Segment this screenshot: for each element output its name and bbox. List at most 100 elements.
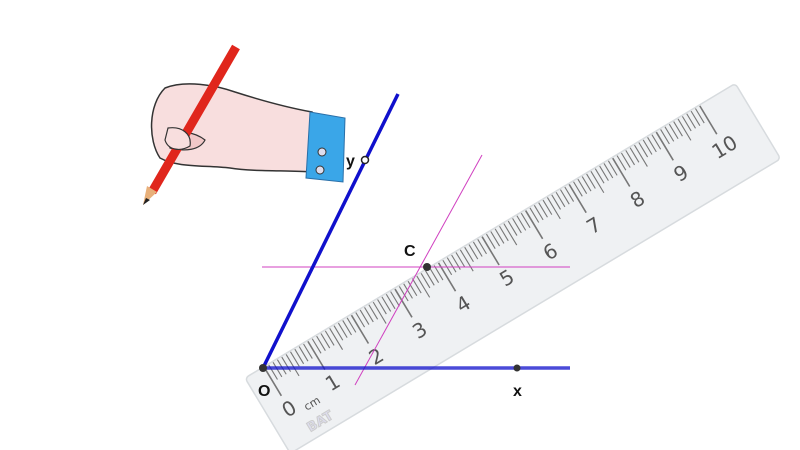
ruler-tick — [490, 231, 501, 247]
ruler-tick — [455, 252, 466, 268]
ruler-tick — [603, 163, 614, 179]
label-o: O — [258, 383, 270, 400]
ruler-tick — [381, 296, 392, 312]
ruler-tick — [681, 116, 692, 132]
ruler-tick — [507, 220, 518, 236]
ruler-tick — [385, 293, 396, 310]
ruler-tick — [477, 239, 487, 255]
label-c: C — [404, 243, 416, 260]
ruler-tick — [694, 108, 705, 124]
ruler-tick — [577, 178, 588, 195]
ruler-tick — [651, 134, 662, 150]
ruler-tick — [612, 157, 631, 187]
ruler-body — [245, 84, 780, 450]
ruler-tick — [316, 335, 326, 351]
ruler-tick — [425, 270, 435, 286]
ruler-tick — [390, 291, 400, 307]
ruler-tick — [290, 351, 300, 367]
ruler-tick — [542, 199, 553, 215]
label-y: y — [346, 153, 355, 170]
ruler-tick — [411, 278, 422, 294]
ruler-tick — [568, 183, 587, 214]
ruler-tick — [607, 160, 618, 176]
ruler-tick — [581, 176, 592, 192]
ruler-tick — [590, 171, 605, 194]
ruler-tick — [324, 330, 335, 346]
ruler-tick — [329, 327, 344, 350]
ruler-tick — [420, 273, 431, 289]
ruler-tick — [529, 207, 540, 223]
ruler-tick — [442, 259, 453, 276]
ruler-tick — [429, 267, 440, 283]
ruler-tick — [485, 233, 496, 249]
ruler-tick — [333, 325, 344, 341]
point-c[interactable] — [423, 263, 431, 271]
ruler-tick — [690, 110, 701, 126]
ruler-tick — [372, 301, 387, 324]
ruler-tick — [629, 147, 640, 163]
ruler-tick — [664, 126, 675, 142]
parallel-construction-line — [354, 154, 483, 386]
ruler-tick — [512, 218, 522, 234]
ruler-tick — [546, 197, 561, 220]
ruler-tick — [285, 354, 300, 377]
ruler-tick — [660, 129, 670, 145]
ruler-tick — [524, 210, 544, 240]
ruler-tick — [673, 121, 683, 137]
ruler-tick — [699, 105, 718, 135]
ruler-tick — [533, 205, 544, 221]
ruler-tick — [560, 189, 570, 205]
ruler-tick — [394, 288, 413, 318]
ruler-tick — [303, 343, 313, 359]
ruler-tick — [538, 202, 548, 218]
ruler-tick — [586, 173, 596, 189]
ruler-tick — [320, 333, 331, 349]
ruler-tick — [307, 340, 326, 371]
ruler-tick — [437, 262, 457, 292]
ray-oy — [261, 93, 400, 369]
ruler-tick — [355, 312, 366, 328]
ruler-tick — [364, 307, 374, 323]
ruler-tick — [668, 123, 679, 140]
ruler-tick — [677, 118, 692, 141]
ruler-tick — [459, 249, 474, 272]
ruler-tick — [398, 286, 409, 302]
ruler-tick — [377, 299, 387, 315]
hand-holding-pencil-icon — [143, 44, 346, 205]
ruler-tick — [403, 283, 413, 299]
point-x[interactable] — [513, 364, 521, 372]
ruler-tick — [655, 131, 674, 161]
ruler-tick — [368, 304, 379, 320]
ruler-tick — [642, 139, 653, 155]
ruler-tick — [686, 113, 696, 129]
ruler-tick — [494, 228, 505, 244]
ruler-tick — [337, 322, 348, 338]
ruler-tick — [433, 265, 444, 281]
ruler-tick — [516, 215, 527, 231]
ruler-tick — [555, 191, 566, 208]
ruler-tick — [503, 223, 518, 246]
ruler-tick — [573, 181, 583, 197]
ruler-tick — [616, 155, 627, 171]
point-o[interactable] — [259, 364, 267, 372]
ruler-tick — [346, 317, 357, 333]
ruler-tick — [446, 257, 457, 273]
ruler-tick — [564, 186, 575, 202]
ruler-tick — [472, 241, 483, 257]
ruler-tick — [638, 142, 649, 158]
ruler-tick — [359, 309, 370, 325]
label-x: x — [513, 383, 522, 400]
ruler-tick — [634, 144, 648, 167]
ruler-tick — [599, 165, 609, 181]
ruler-tick — [350, 314, 370, 344]
ruler-tick — [464, 246, 474, 263]
ruler-tick — [499, 225, 509, 242]
ruler-tick — [263, 367, 283, 397]
ruler-tick — [625, 150, 636, 166]
point-y[interactable] — [360, 155, 370, 165]
ruler-tick — [551, 194, 561, 210]
ruler-tick — [647, 137, 657, 153]
ruler-tick — [620, 152, 631, 168]
